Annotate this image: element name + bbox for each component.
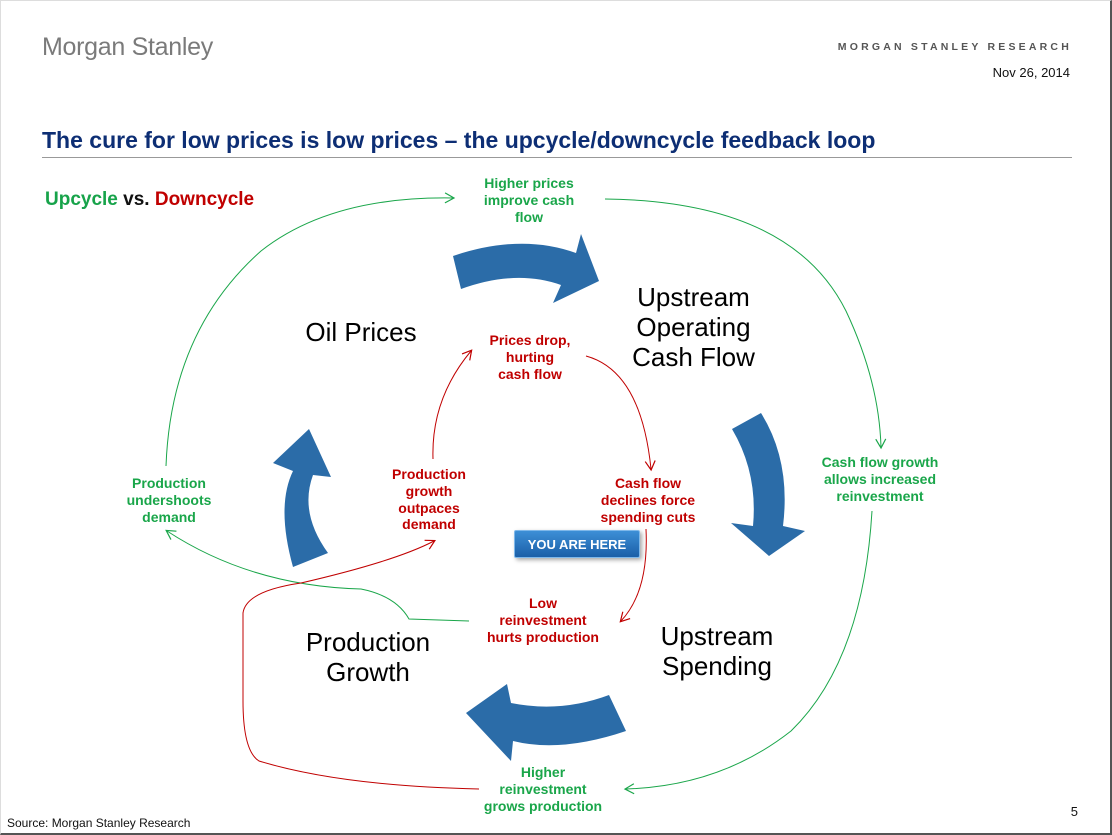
research-label: MORGAN STANLEY RESEARCH: [837, 41, 1072, 53]
node-production-line-2: Growth: [326, 656, 410, 687]
you-are-here-badge: YOU ARE HERE: [514, 530, 640, 558]
node-production-line-1: Production: [305, 627, 431, 657]
label-line: hurting: [505, 348, 555, 365]
node-production-growth: Production Growth: [283, 627, 453, 688]
node-upstream-operating-cash-flow: Upstream Operating Cash Flow: [611, 282, 776, 373]
upcycle-connector-top: [165, 192, 456, 467]
label-line: reinvestment: [836, 487, 924, 504]
label-line: outpaces: [398, 499, 460, 516]
label-line: Cash flow growth: [821, 454, 939, 470]
label-line: hurts production: [487, 628, 599, 645]
slide-title: The cure for low prices is low prices – …: [42, 127, 876, 153]
source-note: Source: Morgan Stanley Research: [7, 816, 191, 830]
node-spending-line-2: Spending: [662, 650, 772, 681]
downcycle-label-left: Production growth outpaces demand: [377, 466, 481, 533]
upcycle-label-bottom: Higher reinvestment grows production: [468, 764, 618, 814]
label-line: Higher: [520, 764, 566, 780]
node-upstream-spending: Upstream Spending: [641, 621, 793, 682]
label-line: Higher prices: [484, 175, 574, 191]
node-spending-line-1: Upstream: [660, 621, 774, 651]
label-line: Low: [529, 595, 557, 611]
label-line: improve cash: [483, 191, 575, 208]
downcycle-connector-top: [432, 349, 473, 460]
downcycle-label-top: Prices drop, hurting cash flow: [474, 332, 586, 382]
title-divider: [42, 157, 1072, 158]
blue-arrow-top: [453, 234, 599, 303]
node-cash-flow-line-2: Operating: [636, 311, 751, 342]
label-line: Cash flow: [614, 475, 682, 491]
cycle-legend: Upcycle vs. Downcycle: [45, 189, 254, 211]
downcycle-label-right: Cash flow declines force spending cuts: [587, 475, 709, 525]
upcycle-label-top: Higher prices improve cash flow: [459, 175, 599, 225]
upcycle-label-right: Cash flow growth allows increased reinve…: [807, 454, 953, 504]
label-line: grows production: [483, 797, 603, 814]
downcycle-label-bottom: Low reinvestment hurts production: [475, 595, 611, 645]
node-cash-flow-line-3: Cash Flow: [632, 341, 755, 372]
legend-downcycle: Downcycle: [154, 189, 255, 210]
label-line: demand: [142, 508, 196, 525]
legend-upcycle: Upcycle: [45, 189, 118, 210]
node-oil-prices: Oil Prices: [305, 317, 417, 347]
label-line: reinvestment: [499, 780, 587, 797]
label-line: declines force: [600, 491, 696, 508]
downcycle-connector-right: [585, 355, 656, 472]
label-line: allows increased: [823, 470, 937, 487]
report-date: Nov 26, 2014: [992, 65, 1070, 80]
upcycle-label-left: Production undershoots demand: [109, 475, 229, 525]
blue-arrow-right: [731, 413, 805, 556]
upcycle-connector-right: [604, 198, 887, 450]
label-line: demand: [402, 516, 456, 533]
legend-vs: vs.: [117, 189, 155, 210]
node-cash-flow-line-1: Upstream: [637, 282, 750, 312]
label-line: cash flow: [498, 365, 562, 382]
upcycle-connector-bottom: [623, 510, 873, 795]
page-number: 5: [1070, 804, 1078, 819]
upcycle-connector-left: [165, 529, 470, 622]
label-line: flow: [515, 208, 543, 225]
downcycle-connector-bottom: [619, 528, 647, 623]
downcycle-connector-left: [242, 539, 480, 790]
label-line: Production: [392, 466, 466, 482]
blue-arrow-left: [273, 429, 331, 567]
label-line: undershoots: [126, 491, 212, 508]
label-line: Prices drop,: [489, 332, 571, 348]
label-line: Production: [132, 475, 206, 491]
label-line: spending cuts: [600, 508, 696, 525]
blue-arrow-bottom: [466, 684, 626, 761]
label-line: reinvestment: [499, 611, 587, 628]
morgan-stanley-logo: Morgan Stanley: [42, 33, 213, 61]
label-line: growth: [405, 482, 453, 499]
